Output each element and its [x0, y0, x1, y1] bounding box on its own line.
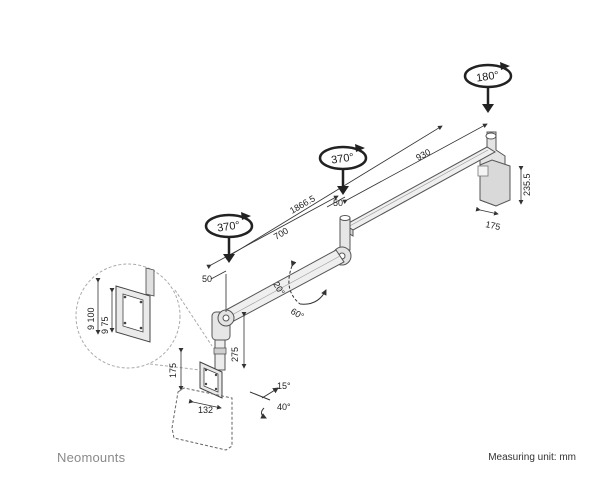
dim-930: 930	[414, 147, 432, 163]
dim-9100: 9 100	[86, 307, 96, 330]
rotation-top-indicator: 180°	[463, 62, 513, 113]
angle-arcs	[249, 260, 327, 419]
dimension-lines	[178, 123, 524, 410]
base-mount	[477, 131, 511, 207]
dim-132: 132	[198, 405, 213, 415]
rotation-left-label: 370°	[216, 220, 240, 235]
rotation-left-indicator: 370°	[204, 212, 254, 263]
monitor-outline	[171, 387, 233, 451]
lower-arm	[225, 249, 345, 323]
dim-50-left: 50	[202, 274, 212, 284]
measuring-unit-note: Measuring unit: mm	[488, 452, 576, 463]
dim-275: 275	[230, 347, 240, 362]
dim-50-middle: 50	[333, 198, 343, 208]
dim-235: 235.5	[522, 173, 532, 196]
angle-60-label: 60°	[289, 306, 306, 322]
dim-175-base: 175	[485, 219, 502, 232]
left-joint	[211, 274, 235, 371]
angle-15-label: 15°	[277, 381, 291, 391]
dim-1866: 1866.5	[288, 193, 317, 215]
dim-975: 9 75	[100, 316, 110, 334]
dim-175-plate: 175	[168, 363, 178, 378]
angle-40-label: 40°	[277, 402, 291, 412]
brand-logo-text: Neomounts	[57, 450, 126, 465]
rotation-top-label: 180°	[475, 70, 499, 85]
detail-callout	[75, 263, 213, 371]
rotation-middle-label: 370°	[330, 152, 354, 167]
vesa-plate	[199, 361, 223, 399]
rotation-middle-indicator: 370°	[318, 144, 368, 195]
